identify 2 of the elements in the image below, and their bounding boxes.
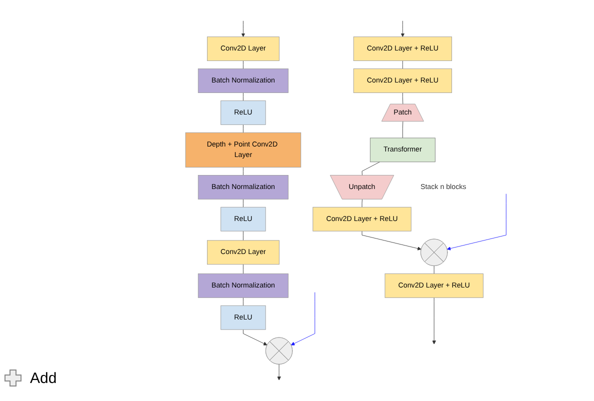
legend-text: Add: [30, 370, 57, 386]
arrow: [361, 162, 380, 176]
